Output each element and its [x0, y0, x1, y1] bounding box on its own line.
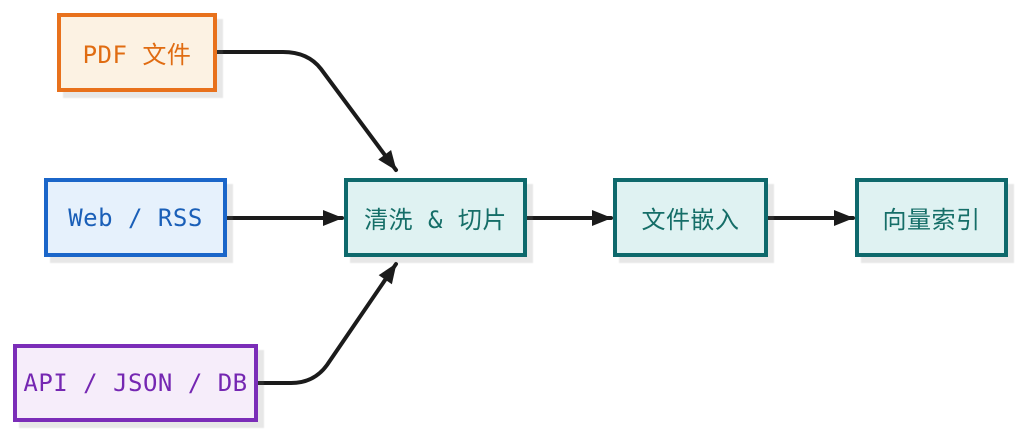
node-label: Web / RSS	[68, 203, 203, 232]
node-vector-index: 向量索引	[855, 178, 1008, 257]
node-label: 文件嵌入	[641, 206, 740, 234]
node-api-json-db-source: API / JSON / DB	[13, 344, 258, 422]
node-pdf-source: PDF 文件	[57, 13, 217, 92]
node-label: PDF 文件	[82, 41, 192, 69]
node-label: 清洗 & 切片	[364, 206, 507, 234]
node-label: API / JSON / DB	[23, 369, 248, 397]
node-clean-and-slice: 清洗 & 切片	[344, 178, 527, 257]
node-web-rss-source: Web / RSS	[44, 178, 227, 257]
node-label: 向量索引	[882, 206, 981, 234]
node-document-embedding: 文件嵌入	[613, 178, 768, 257]
edge-pdf-to-clean	[215, 50, 398, 172]
edge-api-to-clean	[256, 262, 398, 385]
